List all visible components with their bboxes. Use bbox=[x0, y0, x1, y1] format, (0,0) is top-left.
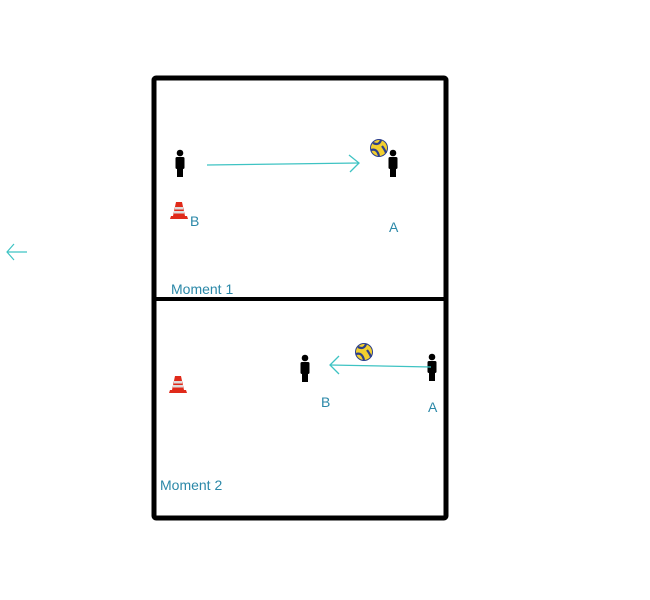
pass-arrow-moment-2 bbox=[329, 355, 432, 375]
player-b-moment-2 bbox=[300, 354, 310, 382]
moment-title: Moment 2 bbox=[160, 477, 223, 493]
pass-arrow-moment-1 bbox=[206, 154, 360, 173]
player-a-moment-1 bbox=[388, 149, 398, 177]
player-label: B bbox=[321, 394, 331, 410]
player-label: A bbox=[428, 399, 438, 415]
back-arrow-icon[interactable] bbox=[6, 243, 27, 261]
player-label: B bbox=[190, 213, 200, 229]
ball-icon bbox=[369, 138, 389, 158]
player-label: A bbox=[389, 219, 399, 235]
cone-icon bbox=[170, 202, 188, 219]
moment-title: Moment 1 bbox=[171, 281, 234, 297]
ball-icon bbox=[354, 342, 374, 362]
cone-icon bbox=[169, 376, 187, 393]
player-b-moment-1 bbox=[175, 149, 185, 177]
